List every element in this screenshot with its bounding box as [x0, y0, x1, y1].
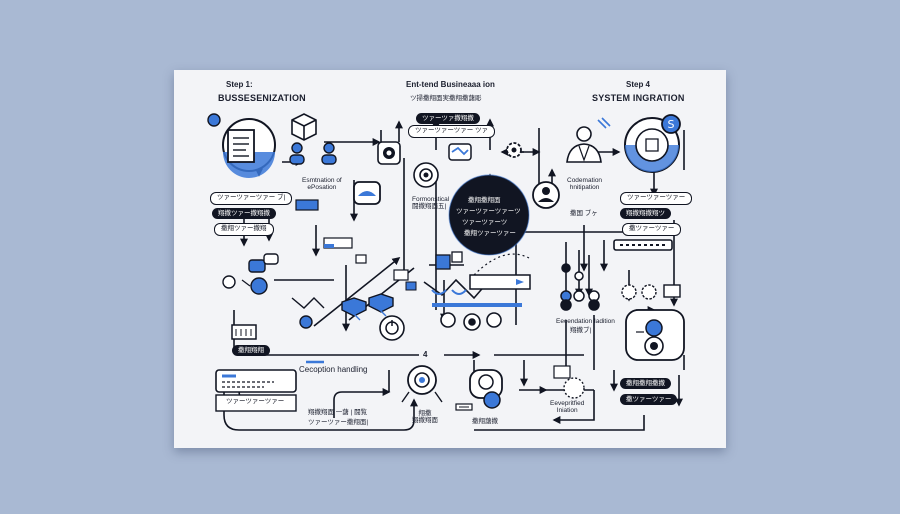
puzzle-icon	[435, 251, 463, 270]
codemation-label: Codemation hnitipation	[567, 177, 603, 191]
integration-globe-icon: S	[624, 114, 681, 173]
codemation-sub: 撒国 ブヶ	[570, 210, 598, 217]
right-node-ladder	[560, 263, 600, 311]
pill-left-low-1: 撒翔翔翔	[232, 345, 270, 356]
gear-small-icon	[506, 142, 522, 158]
diagram-card: S	[174, 70, 726, 448]
pill-right-low-1: 撒翔撒翔撒撒	[620, 378, 671, 389]
gear-icon	[377, 141, 401, 165]
pill-left-3: 撒翔ツァー撒翔	[214, 223, 274, 236]
workflow-diagram: S	[207, 113, 685, 431]
center-number: 4	[423, 350, 428, 359]
codemation-user-icon	[532, 181, 560, 209]
center-subtitle: ツ掃撒翔面実撒翔撒藷彫	[410, 95, 482, 102]
center-lower-circles	[431, 289, 502, 331]
pill-left-1: ツァーツァーツァー ブ|	[210, 192, 293, 205]
center-title: Ent-tend Busineaaa ion	[406, 80, 495, 89]
person-icon	[566, 126, 602, 163]
bottom-left-frame	[215, 394, 297, 412]
pill-right-2: 翔撒翔撒翔ツ	[620, 208, 671, 219]
bottom-device-icon	[469, 369, 503, 409]
bottom-right-circle	[553, 365, 585, 399]
bottom-mid1: 翔撒 翔撒翔面	[412, 410, 438, 424]
pill-left-2: 翔撒ツァー撒翔撒	[212, 208, 276, 219]
formonstical-label: Formonstical 闘撒翔面五|	[412, 196, 450, 210]
bottom-target-icon	[401, 365, 443, 403]
step1-label: Step 1:	[226, 80, 253, 89]
center-circle-text-2: ツァーツァーツァーツ	[456, 208, 521, 215]
bottom-stripes	[455, 403, 473, 411]
center-circle-text-4: 撒翔ツァーツァー	[464, 230, 516, 237]
small-panels	[323, 237, 417, 291]
pill-top-center-2: ツァーツァーツァー ツァ	[408, 125, 496, 138]
central-process-node	[448, 174, 530, 256]
pill-right-1: ツァーツァーツァー	[620, 192, 693, 205]
keyboard-icon	[231, 324, 257, 340]
bottom-left-panel	[215, 369, 297, 393]
estimation-label: Esmtnation of ePosation	[302, 177, 342, 191]
pill-bottom-left: ツァーツァーツァー	[226, 398, 285, 405]
slider-bar	[613, 239, 673, 251]
pill-right-low-2: 撒ツァーツァー	[620, 394, 678, 405]
tools-icon	[597, 117, 611, 129]
step4-title: SYSTEM INGRATION	[592, 93, 685, 103]
exception-handling-label: Cecoption handling	[299, 365, 368, 374]
bottom-left-sub: 翔撒翔面 一藷 | 闘覧	[308, 409, 368, 416]
blue-arrow-bar	[432, 274, 531, 307]
escendation-label: Eecendation Iadition	[556, 318, 615, 325]
bottom-mid2: 撒翔藷撒	[472, 418, 498, 425]
center-circle-text-3: ツァーツァーツ	[462, 219, 508, 226]
document-icon-group	[207, 113, 276, 178]
shield-icons	[341, 293, 394, 321]
estimation-chat-icon	[353, 181, 381, 205]
escendation-sub: 翔撒ブ|	[570, 327, 592, 334]
right-lower-device	[625, 309, 685, 361]
team-icon	[289, 142, 337, 165]
pill-right-3: 撒ツァーツァー	[622, 223, 682, 236]
right-small-icons	[621, 284, 681, 300]
bottom-left-sub2: ツァーツァー撒翔面|	[308, 419, 369, 426]
handshake-icon	[448, 143, 472, 161]
pill-top-center-1: ツァーツァ撒翔撒	[416, 113, 480, 124]
small-doc-icon	[295, 199, 319, 211]
svg-text:S: S	[668, 118, 675, 131]
badge-icon	[299, 315, 313, 329]
step4-label: Step 4	[626, 80, 651, 89]
cube-icon	[291, 113, 317, 141]
center-circle-text-1: 撒翔撒翔面	[468, 197, 501, 204]
zigzag-connector-left	[291, 297, 325, 309]
exceptitfied-label: Eevepritfied Iniation	[550, 400, 585, 414]
message-icons	[222, 253, 279, 295]
dotted-connector	[473, 253, 530, 276]
power-button-icon	[379, 315, 405, 341]
step1-title: BUSSESENIZATION	[218, 93, 306, 103]
target-icon	[413, 162, 439, 188]
zigzag-connector	[423, 274, 495, 300]
